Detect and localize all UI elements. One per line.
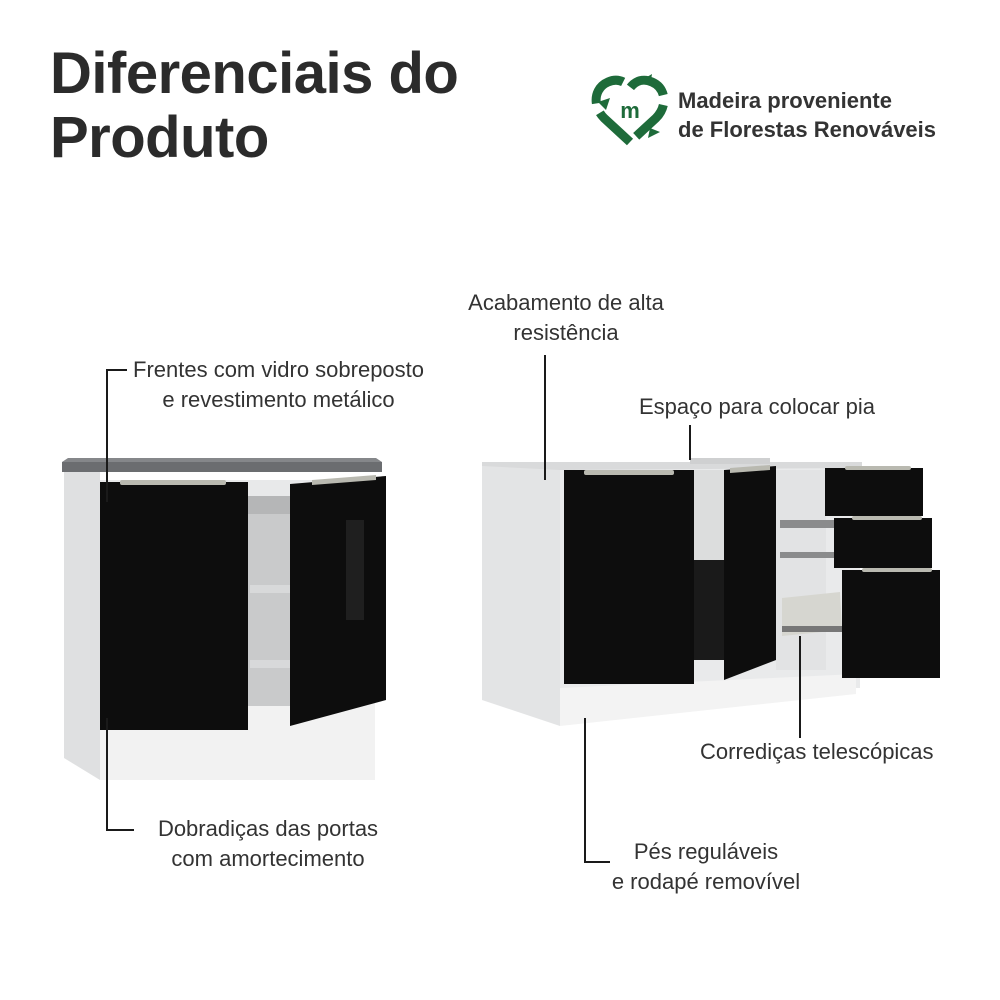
cabinet-door — [564, 470, 694, 684]
leader-dobradicas — [106, 718, 134, 831]
feature-pia: Espaço para colocar pia — [639, 392, 875, 422]
page-title-line1: Diferenciais do — [50, 41, 459, 106]
feature-dobradicas-line2: com amortecimento — [171, 846, 365, 871]
feature-pia-line1: Espaço para colocar pia — [639, 394, 876, 419]
door-handle — [584, 470, 674, 475]
feature-dobradicas: Dobradiças das portas com amortecimento — [140, 814, 396, 874]
door-handle — [312, 475, 376, 485]
door-handle — [120, 480, 226, 485]
feature-pes-line2: e rodapé removível — [611, 869, 801, 894]
drawer-handle — [852, 516, 922, 520]
drawer-front — [834, 518, 932, 568]
feature-acabamento: Acabamento de alta resistência — [455, 288, 677, 348]
feature-corredicas: Corrediças telescópicas — [700, 737, 934, 767]
leader-pes — [584, 718, 610, 863]
feature-dobradicas-line1: Dobradiças das portas — [157, 816, 379, 841]
drawer-handle — [845, 466, 911, 470]
cabinet-door — [724, 466, 776, 680]
leader-frentes — [106, 369, 127, 502]
feature-frentes-line2: e revestimento metálico — [162, 387, 395, 412]
cabinet-door — [290, 476, 386, 726]
drawer-front — [842, 570, 940, 678]
feature-pes-line1: Pés reguláveis — [633, 839, 779, 864]
badge-text: Madeira proveniente de Florestas Renováv… — [678, 86, 936, 144]
sink-cabinet-right — [482, 458, 940, 726]
recycle-heart-icon: m — [591, 74, 669, 148]
cabinet-door — [100, 482, 248, 730]
badge-line2: de Florestas Renováveis — [678, 117, 937, 142]
page-title-line2: Produto — [50, 105, 269, 170]
feature-frentes: Frentes com vidro sobreposto e revestime… — [133, 355, 424, 415]
feature-frentes-line1: Frentes com vidro sobreposto — [133, 357, 425, 382]
feature-corredicas-line1: Corrediças telescópicas — [700, 739, 934, 764]
badge-letter: m — [620, 98, 640, 123]
drawer-handle — [862, 568, 932, 572]
countertop — [62, 462, 382, 472]
badge-line1: Madeira proveniente — [678, 88, 892, 113]
page-title: Diferenciais do Produto — [50, 41, 459, 170]
drawer-front — [825, 468, 923, 516]
feature-acabamento-line2: resistência — [513, 320, 619, 345]
sink-cabinet-left — [62, 458, 386, 780]
feature-acabamento-line1: Acabamento de alta — [468, 290, 664, 315]
feature-pes: Pés reguláveis e rodapé removível — [598, 837, 814, 897]
leader-lines — [106, 355, 801, 863]
renewable-wood-badge: m Madeira proveniente de Florestas Renov… — [590, 72, 970, 152]
